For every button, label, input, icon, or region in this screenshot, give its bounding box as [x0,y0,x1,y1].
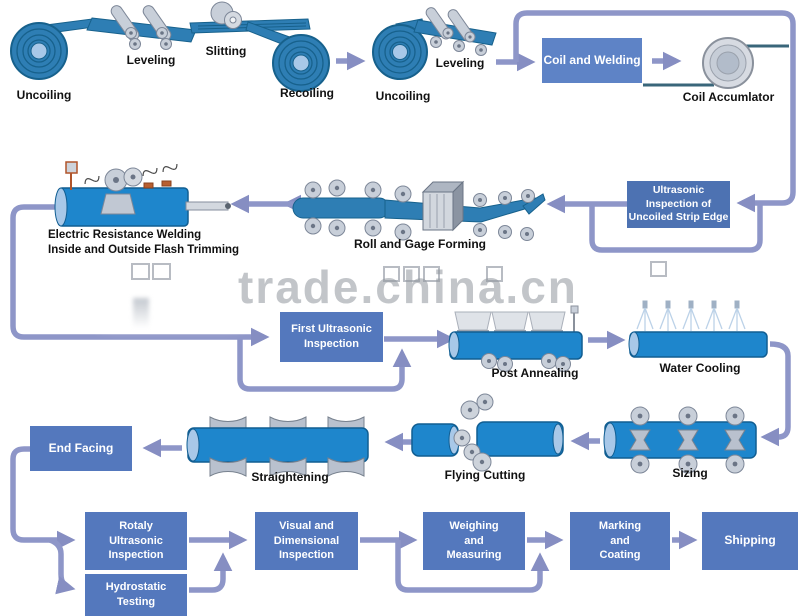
label-slitting: Slitting [205,44,247,58]
ghost-square [403,266,420,282]
ghost-square [486,266,503,282]
label-straightening: Straightening [251,470,329,484]
box-marking-coating: Marking and Coating [570,512,670,570]
sensor-icon [65,161,78,174]
connector-erw-to-first-ultrasonic [10,204,270,347]
label-leveling1: Leveling [126,53,176,67]
ghost-streak [133,298,149,328]
ghost-square [152,263,171,280]
line1-illustration [10,1,330,92]
spray-nozzles [636,300,746,331]
ghost-square [423,266,440,282]
label-leveling2: Leveling [435,56,485,70]
label-post-annealing: Post Annealing [491,366,579,380]
coil-accumulator-illustration [702,37,754,89]
box-end-facing: End Facing [30,426,132,471]
label-recoiling: Recoiling [279,86,334,100]
connector-endfacing-to-rotary [10,446,76,550]
label-water-cooling: Water Cooling [659,361,741,375]
straightening-spools-bottom [209,457,365,477]
leveling2-stand-illustration [413,7,497,56]
label-uncoiling1: Uncoiling [16,88,72,102]
box-coil-and-welding: Coil and Welding [542,38,642,83]
post-annealing-illustration [448,305,583,372]
label-roll-forming: Roll and Gage Forming [353,237,486,251]
sizing-illustration [603,406,757,474]
forming-box [421,180,465,232]
box-weighing-measuring: Weighing and Measuring [423,512,525,570]
label-sizing: Sizing [672,466,708,480]
uncoiling1-coil-illustration [10,18,95,80]
label-flying-cutting: Flying Cutting [444,468,526,482]
box-shipping: Shipping [702,512,798,570]
recoiling-coil-illustration [245,21,330,92]
ghost-square [131,263,150,280]
ghost-square [383,266,400,282]
branch-to-hydrostatic [48,537,76,595]
spring-icons [84,163,178,185]
box-rotary-ultrasonic-inspection: Rotaly Ultrasonic Inspection [85,512,187,570]
straightening-illustration [186,416,369,477]
leveling1-stand-illustration [86,5,197,50]
flying-cutting-illustration [411,393,564,472]
box-hydrostatic-testing: Hydrostatic Testing [85,574,187,616]
label-uncoiling2: Uncoiling [375,89,431,103]
bypass-under-first-ultrasonic [237,337,412,392]
erw-illustration [54,161,231,227]
box-visual-dimensional-inspection: Visual and Dimensional Inspection [255,512,358,570]
bypass-under-ultrasonic-edge [589,205,763,253]
label-erw: Electric Resistance Welding Inside and O… [48,229,240,256]
ghost-square [650,261,667,277]
box-ultrasonic-edge-inspection: Ultrasonic Inspection of Uncoiled Strip … [627,181,730,228]
box-first-ultrasonic-inspection: First Ultrasonic Inspection [280,312,383,362]
label-coil-accumulator: Coil Accumlator [682,90,775,104]
sizing-roller-stands [629,406,746,474]
line2-illustration [372,7,497,80]
roll-forming-illustration [292,179,546,241]
merge-hydrostatic-to-line [189,552,233,593]
water-cooling-illustration [628,300,768,358]
bypass-under-weighing [395,540,550,593]
connector-cooling-to-sizing [760,341,791,447]
connector-top-bypass-to-ultrasonic-edge [513,10,796,213]
